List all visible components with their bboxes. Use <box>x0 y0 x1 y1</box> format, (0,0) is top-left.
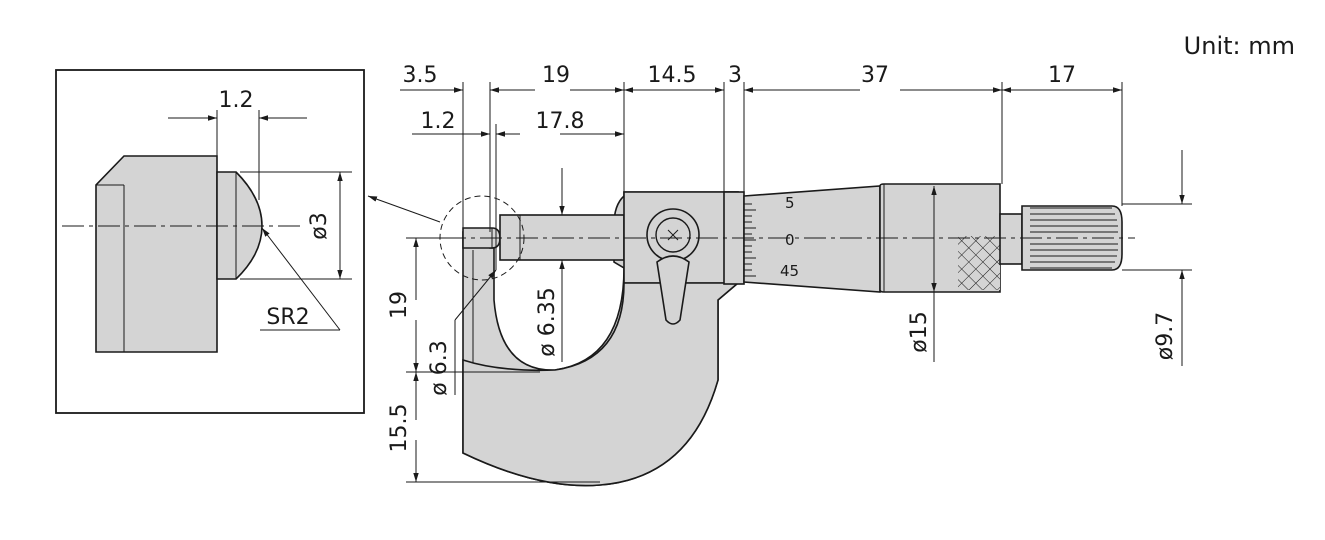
dim-ratchet-dia: ø9.7 <box>1153 312 1178 360</box>
dim-top-1: 3.5 <box>403 63 438 88</box>
dim-v1: 19 <box>387 291 412 319</box>
detail-radius-leader <box>261 227 341 331</box>
dim-second-2: 17.8 <box>536 109 585 134</box>
dim-v2: 15.5 <box>387 404 412 453</box>
dim-top-4: 3 <box>728 63 742 88</box>
dim-second-1: 1.2 <box>421 109 456 134</box>
detail-anvil <box>95 155 218 353</box>
dim-spindle-dia: ø 6.35 <box>535 287 560 356</box>
vertical-dimensions: 19 15.5 ø 6.3 ø 6.35 ø15 ø9.7 <box>387 150 1192 483</box>
detail-view: 1.2 ø3 SR2 <box>55 69 365 414</box>
thimble-scale <box>743 185 881 293</box>
detail-callout-arrow <box>367 195 441 223</box>
detail-radius-label: SR2 <box>266 305 309 330</box>
lock-lever <box>656 255 690 325</box>
scale-mark-45: 45 <box>780 262 799 280</box>
unit-label: Unit: mm <box>1184 32 1295 60</box>
dim-top-2: 19 <box>542 63 570 88</box>
scale-mark-5: 5 <box>785 194 795 212</box>
dim-top-5: 37 <box>861 63 889 88</box>
micrometer: 5 0 45 <box>408 183 1135 487</box>
detail-dia-label: ø3 <box>307 212 332 239</box>
thimble-knurl <box>958 236 1000 290</box>
ratchet-ribs <box>1030 207 1118 269</box>
scale-mark-0: 0 <box>785 231 795 249</box>
ratchet-neck <box>999 213 1023 265</box>
top-dimensions: 3.5 19 14.5 3 37 17 1.2 17.8 <box>400 63 1123 232</box>
anvil-dia-leader <box>454 269 497 321</box>
dim-anvil-dia: ø 6.3 <box>427 340 452 395</box>
dim-top-6: 17 <box>1048 63 1076 88</box>
dim-thimble-dia: ø15 <box>907 311 932 352</box>
thimble-ticks <box>744 203 756 277</box>
frame-arc <box>462 282 741 487</box>
detail-width-label: 1.2 <box>219 88 254 113</box>
dim-top-3: 14.5 <box>648 63 697 88</box>
